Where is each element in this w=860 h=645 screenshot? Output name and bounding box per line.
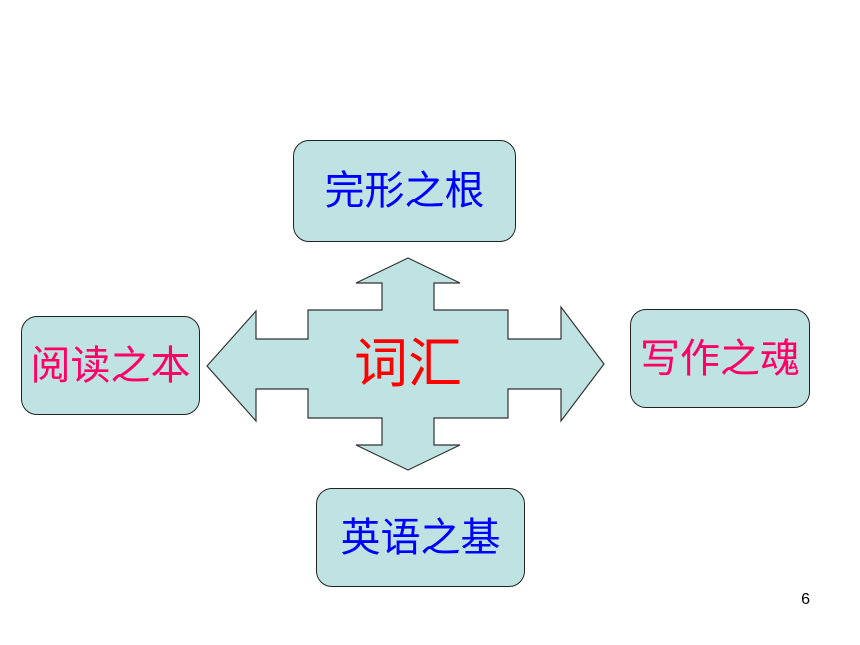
four-way-arrow bbox=[206, 257, 605, 471]
node-box-bottom: 英语之基 bbox=[316, 488, 525, 587]
page-number: 6 bbox=[801, 591, 810, 608]
node-label-left: 阅读之本 bbox=[30, 342, 191, 389]
node-label-bottom: 英语之基 bbox=[340, 514, 501, 561]
node-label-right: 写作之魂 bbox=[640, 335, 800, 382]
node-box-left: 阅读之本 bbox=[21, 316, 200, 415]
center-label-vocabulary: 词汇 bbox=[354, 332, 462, 395]
node-label-top: 完形之根 bbox=[324, 168, 485, 214]
node-box-top: 完形之根 bbox=[293, 140, 516, 242]
node-box-right: 写作之魂 bbox=[630, 309, 810, 408]
